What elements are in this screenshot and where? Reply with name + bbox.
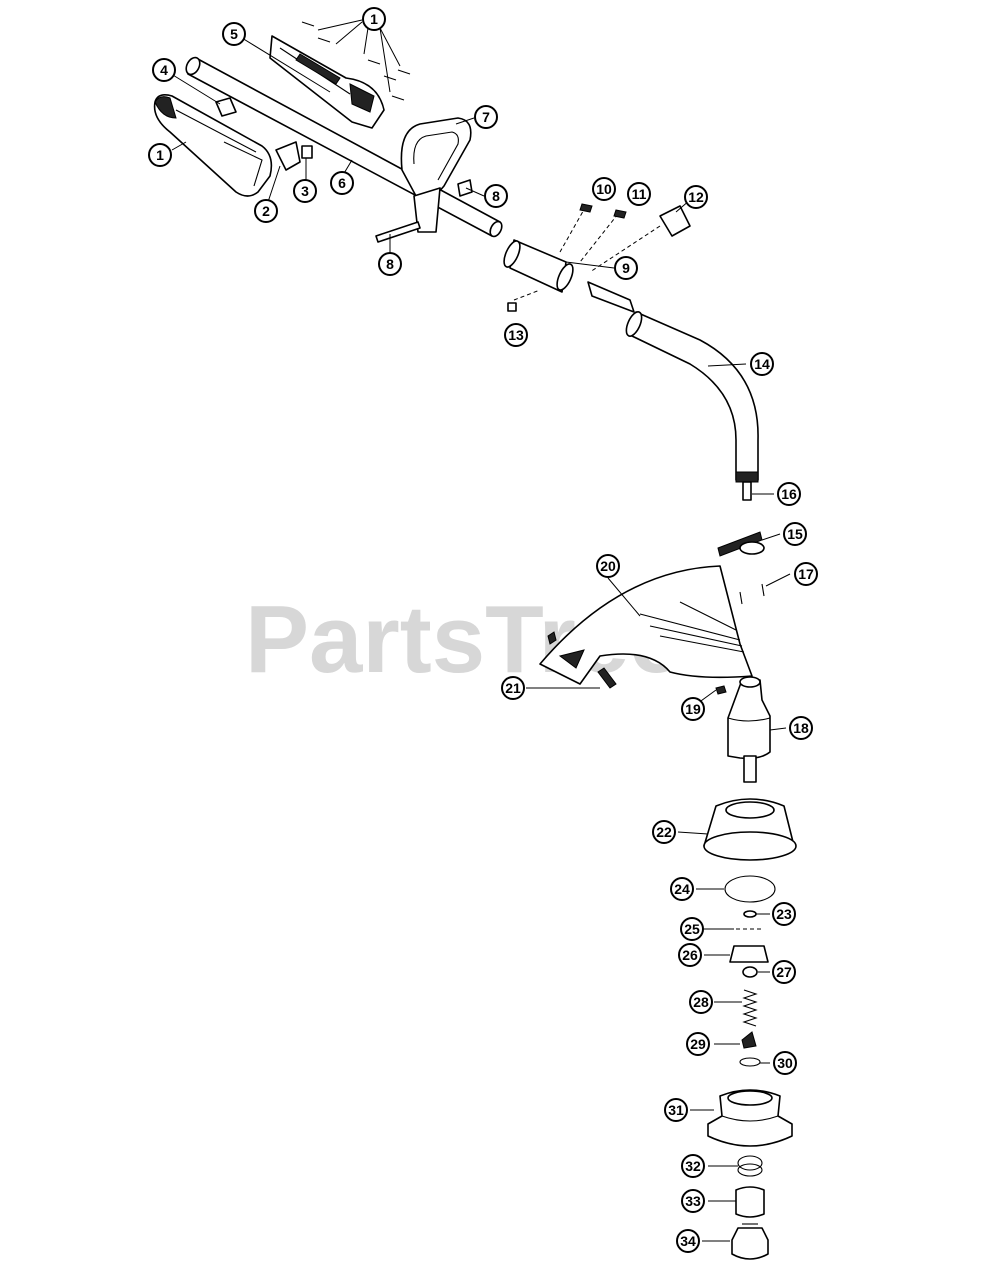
svg-text:20: 20	[600, 558, 616, 574]
svg-text:15: 15	[787, 526, 803, 542]
callout-20: 20	[596, 554, 620, 578]
callout-4: 4	[152, 58, 176, 82]
svg-text:9: 9	[622, 260, 630, 276]
callout-23: 23	[772, 902, 796, 926]
svg-text:7: 7	[482, 109, 490, 125]
debris-shield	[539, 565, 753, 685]
spring	[742, 989, 758, 1027]
callout-5: 5	[222, 22, 246, 46]
trimmer-head-assembly	[703, 798, 797, 1260]
svg-text:25: 25	[684, 921, 700, 937]
rear-grip-left-half	[153, 94, 273, 197]
o-ring	[724, 875, 776, 903]
svg-text:4: 4	[160, 62, 168, 78]
svg-text:21: 21	[505, 680, 521, 696]
svg-text:28: 28	[693, 994, 709, 1010]
spool	[707, 1089, 793, 1147]
cable-clip	[215, 97, 237, 117]
callout-11: 11	[627, 182, 651, 206]
callout-28: 28	[689, 990, 713, 1014]
callout-2: 2	[254, 199, 278, 223]
callout-9: 9	[614, 256, 638, 280]
lower-shaft	[587, 281, 635, 313]
svg-text:3: 3	[301, 183, 309, 199]
callout-25: 25	[680, 917, 704, 941]
callout-12: 12	[684, 185, 708, 209]
callout-7: 7	[474, 105, 498, 129]
callout-8-upper: 8	[484, 184, 508, 208]
callout-15: 15	[783, 522, 807, 546]
insert	[741, 1031, 757, 1049]
callout-21: 21	[501, 676, 525, 700]
handle-nut	[457, 179, 473, 197]
callout-32: 32	[681, 1154, 705, 1178]
svg-text:23: 23	[776, 906, 792, 922]
svg-text:32: 32	[685, 1158, 701, 1174]
drive-shaft-tip	[742, 481, 752, 501]
svg-text:12: 12	[688, 189, 704, 205]
upper-shaft-assembly	[153, 21, 759, 501]
coupler-knob	[659, 205, 691, 237]
svg-text:5: 5	[230, 26, 238, 42]
callout-3: 3	[293, 179, 317, 203]
callout-10: 10	[592, 177, 616, 201]
svg-text:33: 33	[685, 1193, 701, 1209]
svg-text:34: 34	[680, 1233, 696, 1249]
gearhead	[727, 679, 771, 760]
svg-text:31: 31	[668, 1102, 684, 1118]
callout-33: 33	[681, 1189, 705, 1213]
bump-knob	[735, 1186, 765, 1218]
callout-31: 31	[664, 1098, 688, 1122]
svg-text:6: 6	[338, 175, 346, 191]
callout-13: 13	[504, 323, 528, 347]
callout-27: 27	[772, 960, 796, 984]
callout-16: 16	[777, 482, 801, 506]
svg-text:27: 27	[776, 964, 792, 980]
svg-text:19: 19	[685, 701, 701, 717]
svg-text:1: 1	[156, 147, 164, 163]
callout-29: 29	[686, 1032, 710, 1056]
throttle-trigger	[275, 141, 301, 171]
svg-text:10: 10	[596, 181, 612, 197]
coupler-nut	[507, 302, 517, 312]
svg-text:11: 11	[632, 186, 647, 202]
svg-text:14: 14	[754, 356, 770, 372]
svg-text:1: 1	[370, 11, 378, 27]
svg-text:8: 8	[386, 256, 394, 272]
gearhead-assembly	[539, 531, 771, 783]
svg-text:17: 17	[798, 566, 814, 582]
callout-30: 30	[773, 1051, 797, 1075]
svg-text:18: 18	[793, 720, 809, 736]
callout-14: 14	[750, 352, 774, 376]
callout-34: 34	[676, 1229, 700, 1253]
callout-24: 24	[670, 877, 694, 901]
callout-18: 18	[789, 716, 813, 740]
svg-text:29: 29	[690, 1036, 706, 1052]
callout-8-lower: 8	[378, 252, 402, 276]
callout-1-top: 1	[362, 7, 386, 31]
callout-1-left: 1	[148, 143, 172, 167]
handle-bolt	[375, 221, 421, 243]
svg-text:16: 16	[781, 486, 797, 502]
svg-text:24: 24	[674, 881, 690, 897]
retainer	[729, 945, 769, 963]
svg-text:30: 30	[777, 1055, 793, 1071]
svg-text:22: 22	[656, 824, 672, 840]
callout-19: 19	[681, 697, 705, 721]
callout-17: 17	[794, 562, 818, 586]
head-nut	[731, 1227, 769, 1260]
svg-text:8: 8	[492, 188, 500, 204]
throttle-lockout	[301, 145, 313, 159]
callout-6: 6	[330, 171, 354, 195]
svg-text:2: 2	[262, 203, 270, 219]
svg-text:13: 13	[508, 327, 524, 343]
svg-text:26: 26	[682, 947, 698, 963]
callout-22: 22	[652, 820, 676, 844]
callout-26: 26	[678, 943, 702, 967]
